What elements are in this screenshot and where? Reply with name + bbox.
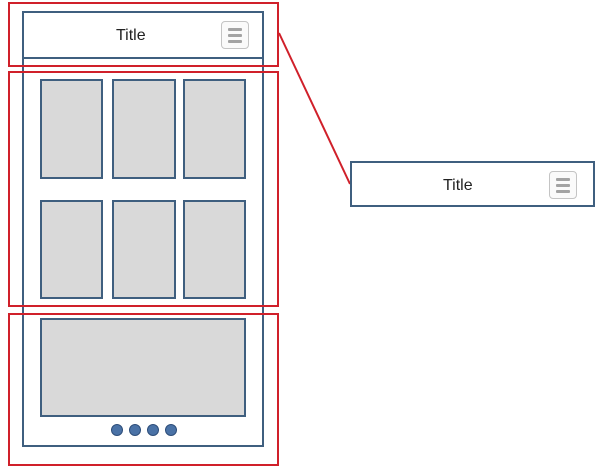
- grid-tile[interactable]: [40, 200, 103, 299]
- carousel-highlight-box: [8, 313, 279, 466]
- grid-highlight-box: [8, 71, 279, 307]
- menu-bar: [556, 183, 570, 187]
- carousel-dot[interactable]: [111, 424, 123, 436]
- grid-tile[interactable]: [112, 79, 176, 179]
- menu-bar: [228, 33, 242, 37]
- menu-bar: [556, 177, 570, 181]
- header-highlight-box: [8, 2, 279, 67]
- menu-bar: [228, 27, 242, 31]
- carousel-dot[interactable]: [165, 424, 177, 436]
- grid-tile[interactable]: [40, 79, 103, 179]
- phone-header: Title: [22, 11, 264, 59]
- menu-bar: [228, 39, 242, 43]
- carousel-banner[interactable]: [40, 318, 246, 417]
- carousel-dot[interactable]: [129, 424, 141, 436]
- menu-bar: [556, 189, 570, 193]
- hamburger-menu-icon[interactable]: [221, 21, 249, 49]
- hamburger-menu-icon[interactable]: [549, 171, 577, 199]
- carousel-dot[interactable]: [147, 424, 159, 436]
- grid-tile[interactable]: [112, 200, 176, 299]
- grid-tile[interactable]: [183, 200, 246, 299]
- connector-line: [278, 32, 351, 185]
- grid-tile[interactable]: [183, 79, 246, 179]
- callout-header: Title: [350, 161, 595, 207]
- phone-header-title: Title: [116, 27, 146, 44]
- callout-header-title: Title: [443, 177, 473, 194]
